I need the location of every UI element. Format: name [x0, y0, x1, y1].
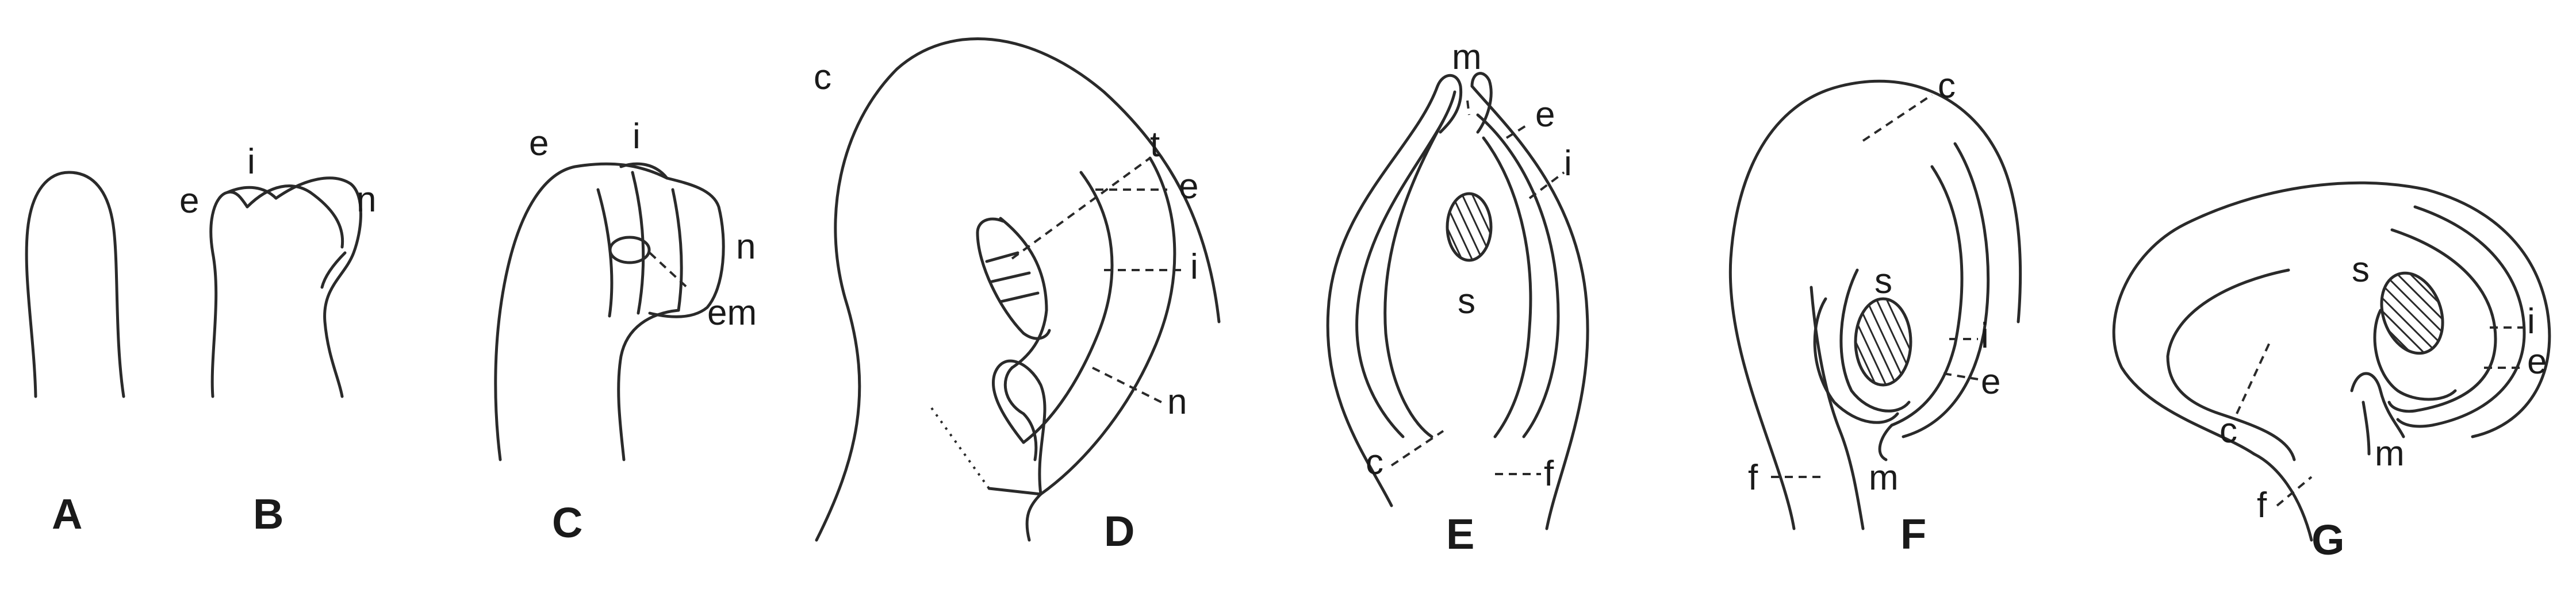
panel-e: m e i s c f E: [1326, 37, 1589, 558]
integument-line-2-c: [631, 171, 645, 315]
outer-integument-f: [1902, 142, 1990, 438]
label-d-e: e: [1179, 167, 1198, 206]
funiculus-curve-c: [617, 309, 680, 461]
left-outer-integument-e: [1326, 84, 1439, 507]
panel-b: e i n B: [179, 142, 376, 538]
nucellus-b: [274, 176, 362, 398]
carpel-inner-g: [2166, 268, 2296, 461]
label-b-e: e: [179, 181, 199, 221]
nucellus-d: [999, 217, 1048, 369]
label-d-n: n: [1167, 382, 1187, 422]
funiculus-f: [1810, 286, 1865, 530]
label-e-f: f: [1544, 454, 1554, 494]
panel-caption-a: A: [52, 490, 82, 538]
inner-integument-f: [1890, 165, 1964, 427]
funiculus-inner-d: [1003, 366, 1038, 461]
integument-stroke-b: [320, 251, 347, 289]
integument-line-3-c: [671, 188, 683, 312]
label-g-c: c: [2220, 411, 2237, 450]
label-f-f: f: [1748, 458, 1758, 498]
embryo-sac-f: [1854, 297, 1912, 387]
label-b-n: n: [356, 180, 376, 220]
outer-integument-c: [619, 162, 725, 318]
label-d-t: t: [1150, 125, 1160, 164]
left-nucellus-e: [1383, 119, 1445, 438]
outer-integument-g: [2396, 205, 2526, 428]
outer-integument-d: [1039, 156, 1176, 496]
panel-caption-e: E: [1446, 510, 1474, 558]
nucellus-f: [1813, 297, 1899, 424]
panel-a: A: [25, 171, 125, 538]
panel-caption-d: D: [1104, 507, 1134, 555]
label-d-c: c: [814, 57, 831, 97]
right-inner-integument-e: [1476, 113, 1560, 438]
label-e-e: e: [1535, 95, 1555, 134]
ovule-outline-b: [209, 190, 249, 398]
micropyle-g: [2362, 401, 2371, 456]
embryo-sac-c: [608, 236, 651, 264]
micropyle-f: [1878, 423, 1893, 461]
label-e-m: m: [1452, 37, 1482, 77]
label-g-s: s: [2352, 250, 2370, 290]
label-f-i: i: [1981, 316, 1989, 356]
panel-caption-c: C: [552, 499, 582, 546]
outer-integument-fold-b: [225, 186, 278, 200]
label-b-i: i: [247, 142, 255, 182]
carpel-wall-d: [815, 37, 1221, 542]
funiculus-d: [991, 359, 1046, 542]
right-outer-integument-e: [1470, 84, 1589, 530]
label-c-n: n: [736, 227, 756, 267]
label-c-i: i: [632, 117, 641, 156]
left-tip-e: [1436, 74, 1463, 134]
label-d-i: i: [1190, 247, 1198, 287]
ovule-outline-c: [494, 162, 669, 461]
carpel-wall-f: [1728, 79, 2022, 530]
label-f-e: e: [1981, 362, 2000, 402]
label-e-c: c: [1366, 442, 1383, 482]
inner-integument-fold-b: [246, 184, 344, 249]
panel-g: s i e c m f G: [2112, 181, 2551, 564]
embryo-sac-e: [1446, 192, 1493, 262]
funiculus-g: [2350, 372, 2405, 438]
nucellus-primordium-outline: [25, 171, 125, 398]
label-f-s: s: [1874, 261, 1892, 301]
panel-caption-g: G: [2312, 516, 2345, 564]
panel-caption-b: B: [253, 490, 283, 538]
right-tip-e: [1470, 72, 1493, 134]
carpel-wall-g: [2112, 181, 2551, 542]
right-nucellus-e: [1482, 136, 1532, 438]
panel-d: c t e i n D: [814, 37, 1221, 555]
label-c-e: e: [529, 124, 549, 163]
inner-integument-g: [2387, 228, 2497, 413]
embryo-sac-d: [976, 217, 1051, 340]
label-f-c: c: [1938, 66, 1956, 106]
label-e-i: i: [1564, 144, 1572, 183]
panel-f: c s i e f m F: [1728, 66, 2022, 558]
nucellus-g: [2373, 309, 2457, 401]
label-f-m: m: [1869, 458, 1899, 498]
inner-integument-d: [1022, 171, 1114, 444]
label-e-s: s: [1458, 282, 1475, 321]
nucellus-inner-f: [1839, 268, 1911, 413]
label-g-e: e: [2527, 342, 2547, 382]
panel-c: e i n em C: [494, 117, 757, 546]
label-g-i: i: [2527, 302, 2535, 341]
label-g-m: m: [2375, 434, 2405, 473]
label-g-f: f: [2257, 486, 2267, 525]
panel-caption-f: F: [1900, 510, 1926, 558]
embryo-sac-g: [2380, 271, 2444, 355]
label-c-em: em: [707, 293, 757, 333]
